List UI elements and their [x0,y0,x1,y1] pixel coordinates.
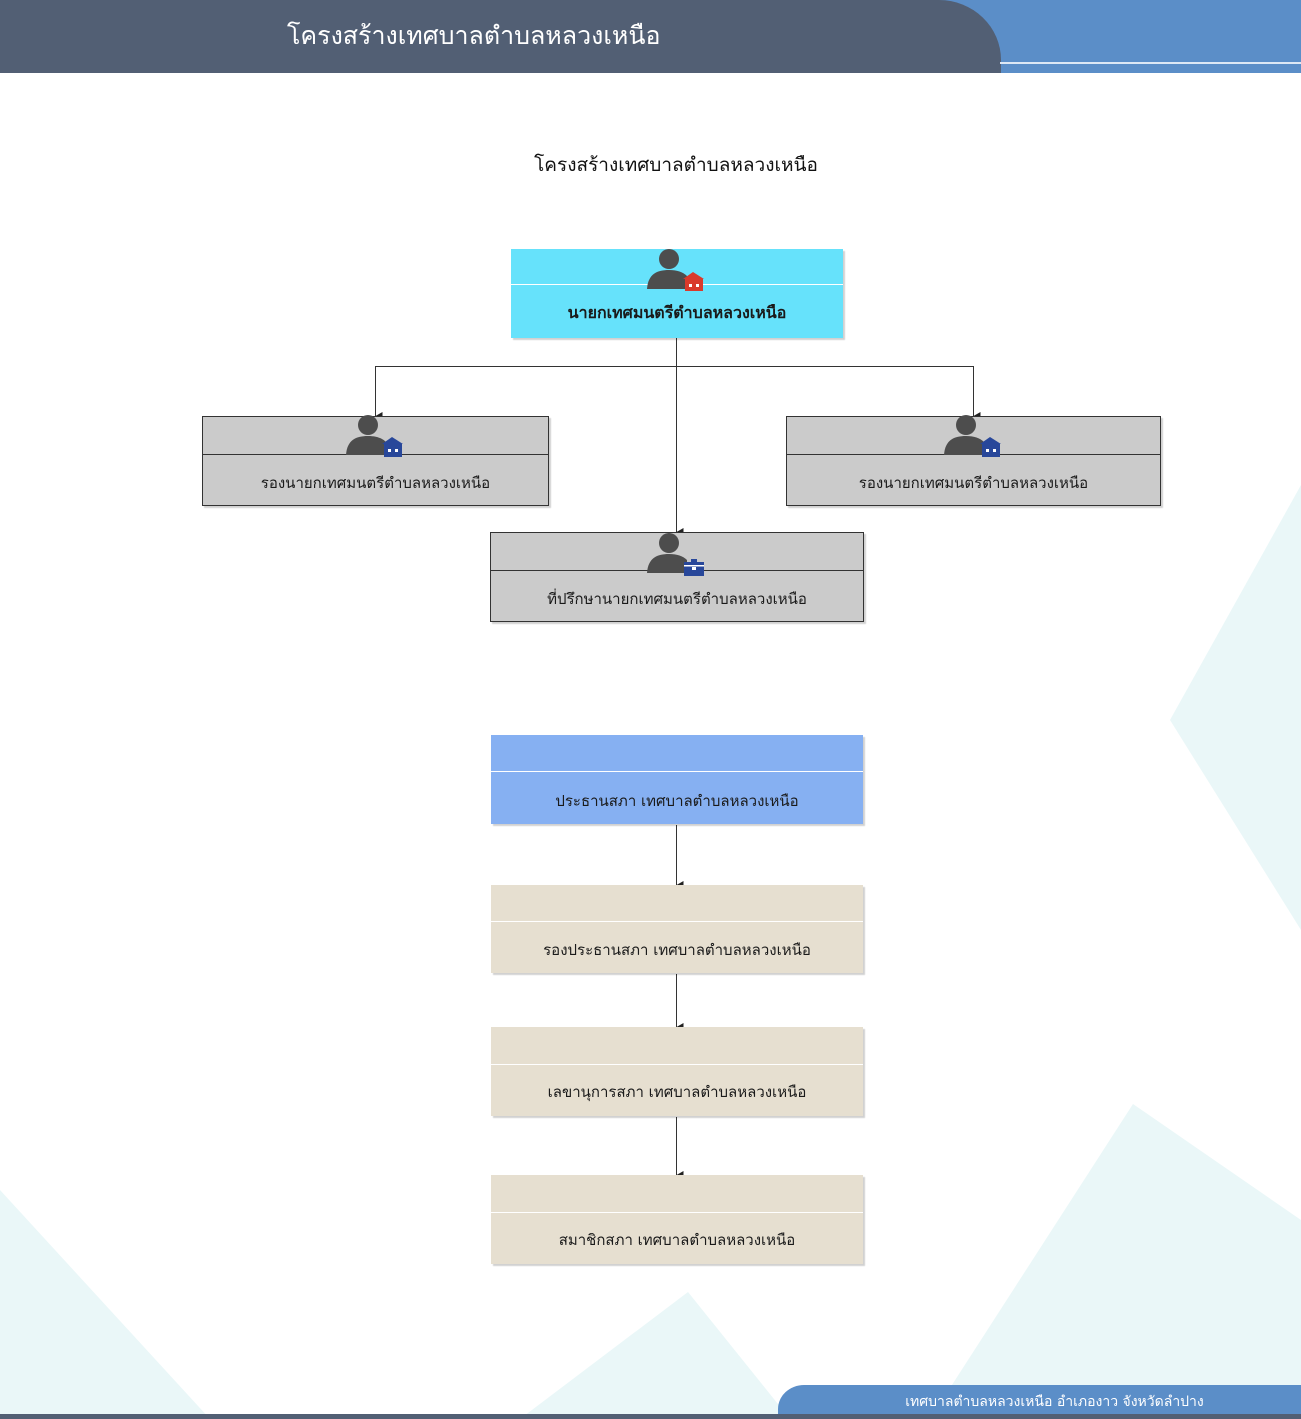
node-divider [491,771,863,772]
node-deputy-left-label: รองนายกเทศมนตรีตำบลหลวงเหนือ [260,474,491,492]
node-divider [491,921,863,922]
connector-mayor-deputy-left [375,366,677,420]
node-council-secretary-label: เลขานุการสภา เทศบาลตำบลหลวงเหนือ [547,1083,807,1101]
header-divider [1000,62,1301,64]
person-house-blue-icon [346,415,403,457]
node-divider [491,1212,863,1213]
footer-bar: เทศบาลตำบลหลวงเหนือ อำเภองาว จังหวัดลำปา… [778,1385,1301,1415]
node-council-president: ประธานสภา เทศบาลตำบลหลวงเหนือ [491,735,863,824]
background-triangle-right [1170,485,1301,930]
node-council-members: สมาชิกสภา เทศบาลตำบลหลวงเหนือ [491,1175,863,1264]
node-council-secretary: เลขานุการสภา เทศบาลตำบลหลวงเหนือ [491,1027,863,1116]
node-mayor: นายกเทศมนตรีตำบลหลวงเหนือ [511,249,843,338]
node-advisor-label: ที่ปรึกษานายกเทศมนตรีตำบลหลวงเหนือ [547,590,807,608]
person-briefcase-icon [647,533,704,576]
connector-mayor-deputy-right [676,366,981,420]
node-deputy-left: รองนายกเทศมนตรีตำบลหลวงเหนือ [202,415,549,506]
node-deputy-right-label: รองนายกเทศมนตรีตำบลหลวงเหนือ [858,474,1089,492]
node-council-president-label: ประธานสภา เทศบาลตำบลหลวงเหนือ [555,792,799,810]
node-council-members-label: สมาชิกสภา เทศบาลตำบลหลวงเหนือ [558,1231,796,1249]
person-house-red-icon [647,249,704,291]
header-bar [0,0,1001,73]
node-council-vice-president: รองประธานสภา เทศบาลตำบลหลวงเหนือ [491,885,863,973]
background-triangle-bottom-left [0,1190,210,1419]
diagram-title: โครงสร้างเทศบาลตำบลหลวงเหนือ [534,154,818,176]
bottom-strip [0,1414,1301,1419]
person-house-blue-icon [944,415,1001,457]
node-divider [491,1064,863,1065]
node-council-vice-president-label: รองประธานสภา เทศบาลตำบลหลวงเหนือ [543,941,811,959]
background-triangle-bottom-right [930,1104,1301,1419]
node-deputy-right: รองนายกเทศมนตรีตำบลหลวงเหนือ [786,415,1161,506]
node-mayor-label: นายกเทศมนตรีตำบลหลวงเหนือ [567,303,787,322]
node-advisor: ที่ปรึกษานายกเทศมนตรีตำบลหลวงเหนือ [490,532,864,622]
footer-text: เทศบาลตำบลหลวงเหนือ อำเภองาว จังหวัดลำปา… [905,1394,1204,1410]
header-title: โครงสร้างเทศบาลตำบลหลวงเหนือ [287,21,661,50]
background-triangle-bottom-center [520,1292,790,1419]
